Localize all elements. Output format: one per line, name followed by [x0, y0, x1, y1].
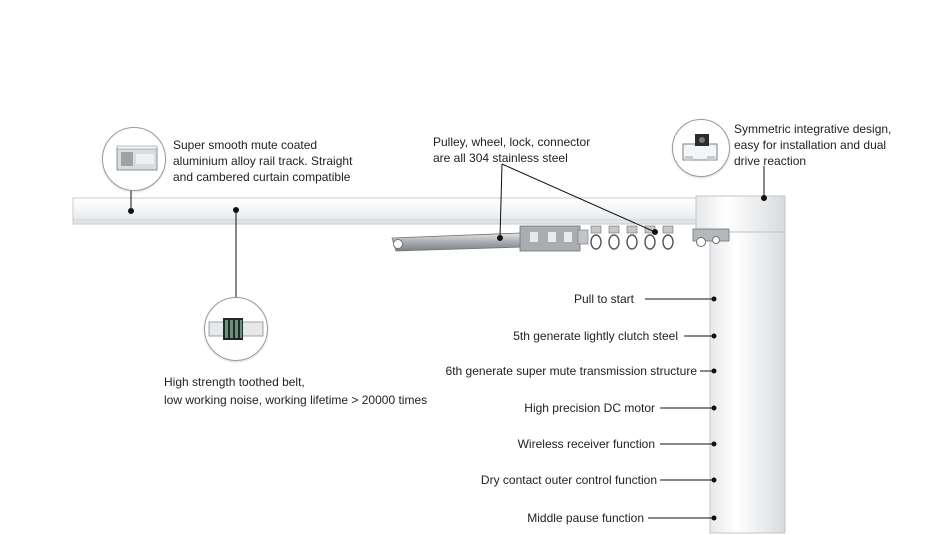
feature-wireless-receiver: Wireless receiver function	[517, 437, 655, 451]
feature-dot-1	[711, 296, 717, 302]
runner-ring-5	[662, 234, 674, 250]
feature-leader-lines	[645, 296, 717, 521]
feature-transmission-structure: 6th generate super mute transmission str…	[445, 364, 697, 378]
motor-design-callout: Symmetric integrative design, easy for i…	[734, 122, 892, 168]
toothed-belt-icon	[208, 318, 264, 340]
runner-ring-4	[644, 234, 656, 250]
pulley-assembly	[391, 225, 589, 252]
leader-lines	[128, 163, 767, 297]
runner-hook-5	[662, 225, 674, 234]
rail-profile-icon	[116, 145, 158, 171]
motor-unit-thumbnail	[672, 119, 730, 177]
feature-clutch-steel: 5th generate lightly clutch steel	[513, 329, 678, 343]
runner-hook-3	[626, 225, 638, 234]
rail-profile-thumbnail	[102, 127, 166, 191]
runner-ring-1	[590, 234, 602, 250]
rail-track-callout: Super smooth mute coated aluminium alloy…	[173, 138, 353, 184]
motor-unit-icon	[682, 134, 718, 161]
feature-pull-to-start: Pull to start	[573, 292, 634, 306]
toothed-belt-callout: High strength toothed belt, low working …	[164, 375, 428, 407]
runner-ring-3	[626, 234, 638, 250]
feature-dot-7	[711, 515, 717, 521]
motor-unit	[695, 195, 786, 534]
feature-middle-pause: Middle pause function	[527, 511, 644, 525]
runner-ring-2	[608, 234, 620, 250]
feature-dot-4	[711, 405, 717, 411]
feature-dot-5	[711, 441, 717, 447]
toothed-belt-thumbnail	[204, 297, 268, 361]
feature-dot-6	[711, 477, 717, 483]
feature-dc-motor: High precision DC motor	[524, 401, 655, 415]
runner-hook-2	[608, 225, 620, 234]
end-bracket	[692, 228, 730, 247]
rail-track	[72, 197, 699, 225]
feature-dot-2	[711, 333, 717, 339]
feature-dry-contact: Dry contact outer control function	[480, 473, 657, 487]
pulley-callout: Pulley, wheel, lock, connector are all 3…	[433, 135, 591, 165]
runner-hook-1	[590, 225, 602, 234]
runner-hooks	[590, 225, 674, 250]
feature-dot-3	[711, 368, 717, 374]
